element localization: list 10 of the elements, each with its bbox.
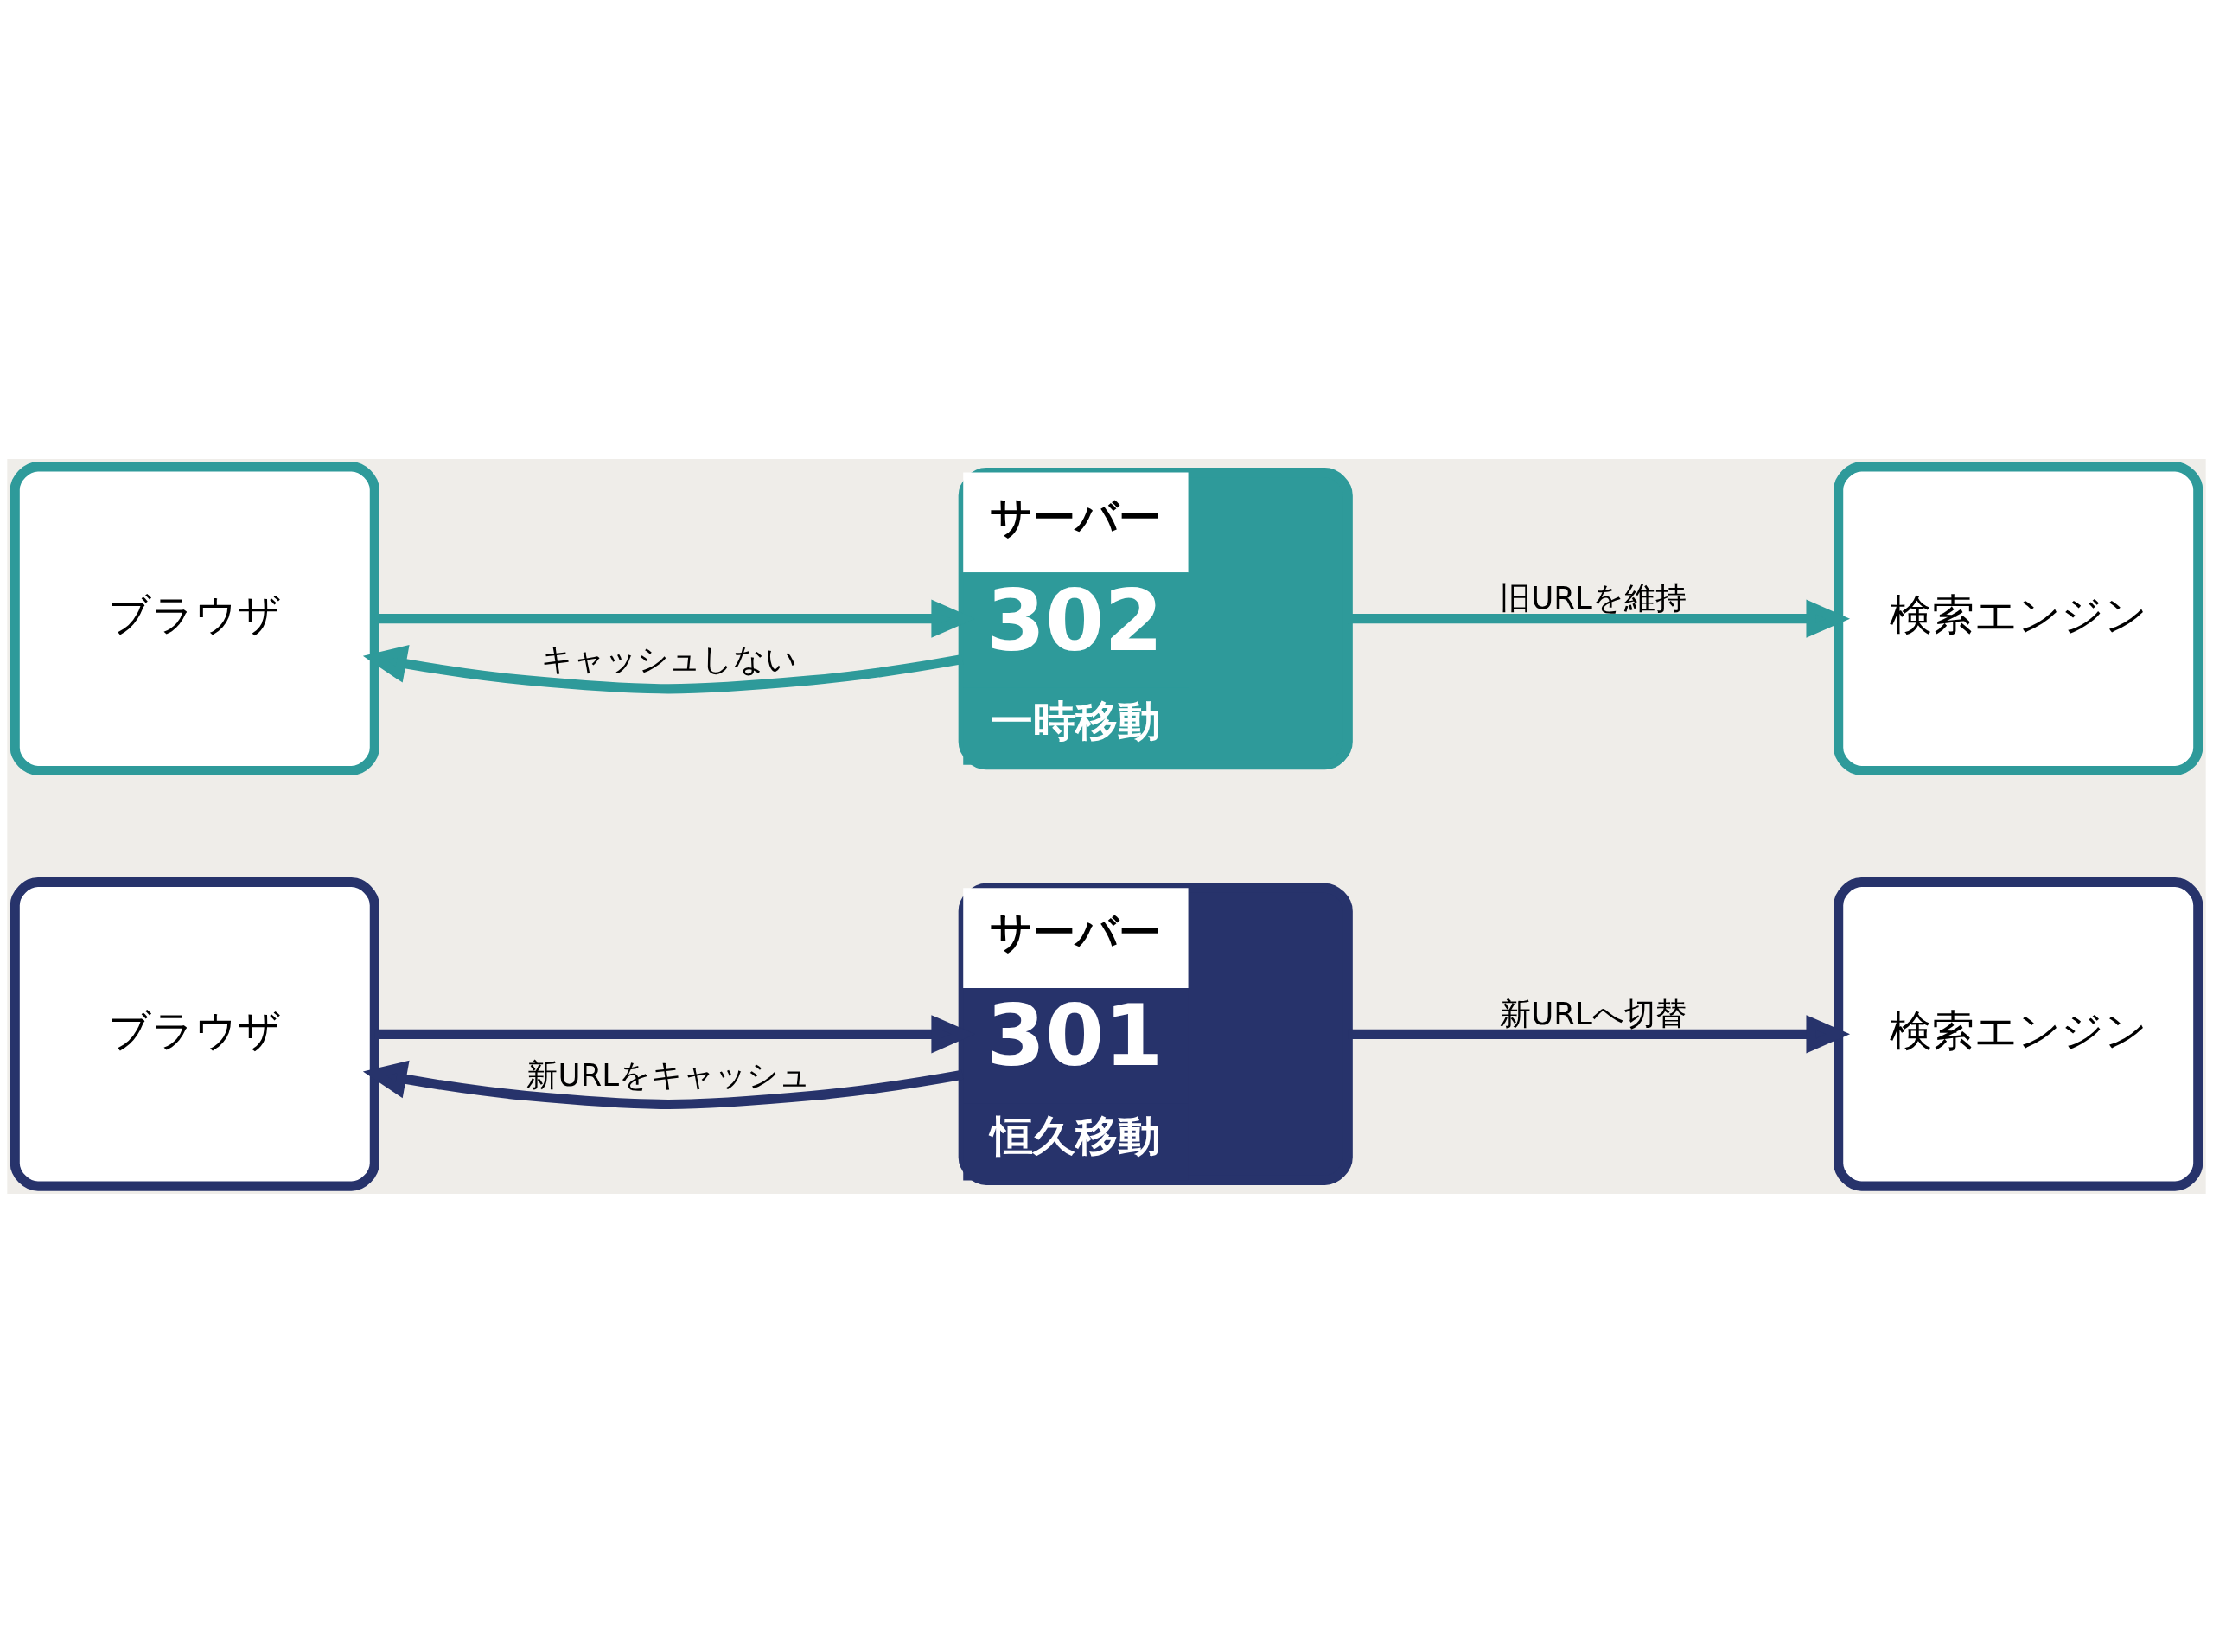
edge-label: 新URLへ切替 bbox=[1500, 995, 1687, 1031]
node-box: ブラウザ bbox=[10, 877, 379, 1191]
node-box: サーバー 301 恒久移動 bbox=[958, 883, 1353, 1185]
node-box: 検索エンジン bbox=[1834, 877, 2203, 1191]
edge-label: 新URLをキャッシュ bbox=[526, 1056, 812, 1093]
node-box: サーバー 302 一時移動 bbox=[958, 467, 1353, 769]
node-box: 検索エンジン bbox=[1834, 461, 2203, 775]
edge-label: 旧URLを維持 bbox=[1500, 579, 1687, 616]
node-box: ブラウザ bbox=[10, 461, 379, 775]
edge-label: キャッシュしない bbox=[540, 641, 797, 677]
